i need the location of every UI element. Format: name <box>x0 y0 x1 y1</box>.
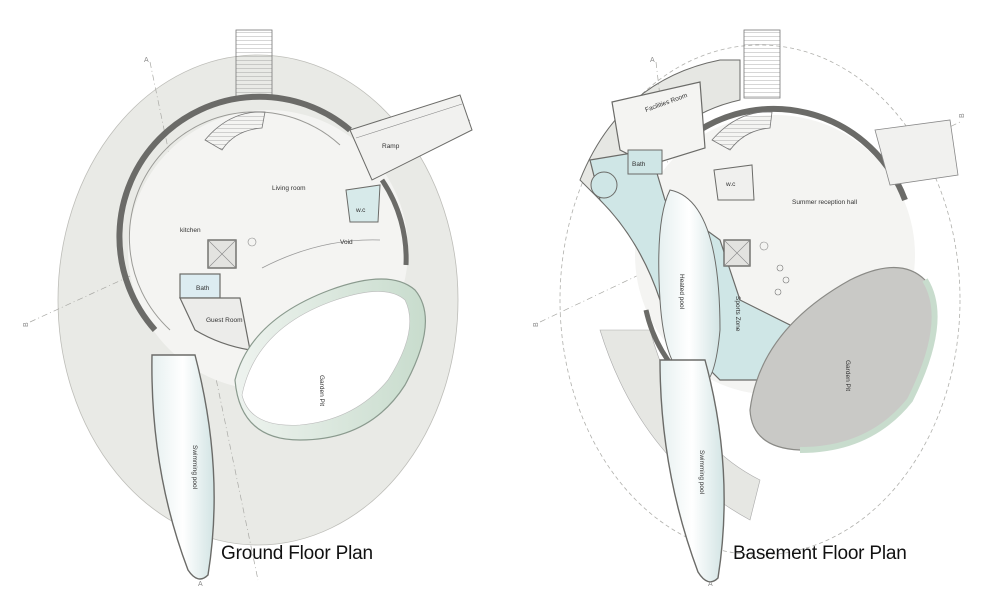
label-ramp: Ramp <box>382 143 400 150</box>
garden-pit-inner <box>241 291 411 426</box>
entry-stair-basement <box>743 29 781 99</box>
core-basement-cross-2 <box>723 239 751 267</box>
ground-floor-plan-title: Ground Floor Plan <box>221 543 373 564</box>
section-mark-b-left-basement: B <box>533 322 540 327</box>
garden-pit-green-edge <box>799 278 938 453</box>
label-swimming-pool: Swimming pool <box>191 445 198 490</box>
dimension-mark <box>247 237 257 247</box>
spiral-stair-basement <box>711 111 773 151</box>
wc-room-basement <box>713 164 755 201</box>
core-cross-2 <box>207 239 237 269</box>
basement-floor-plan: Facilities Room Bath w.c Summer receptio… <box>533 29 966 588</box>
label-wc-basement: w.c <box>725 181 736 188</box>
site-ellipse-dashed <box>559 44 961 556</box>
section-mark-a-bottom-basement: A <box>708 581 713 588</box>
label-summer-reception-hall: Summer reception hall <box>792 199 858 206</box>
chair-3 <box>774 288 782 296</box>
outer-wall <box>116 93 352 332</box>
entry-stair <box>235 29 273 99</box>
label-wc: w.c <box>355 207 366 214</box>
label-bath-basement: Bath <box>632 161 646 168</box>
label-kitchen: kitchen <box>180 227 201 234</box>
section-mark-a-top: A <box>144 57 149 64</box>
bath-room-basement <box>627 149 663 175</box>
ground-floor-plan: Living room kitchen Bath Guest Room w.c … <box>23 29 473 588</box>
ramp-edge <box>355 103 463 139</box>
label-heated-pool: Heated pool <box>678 274 685 310</box>
section-mark-a-top-basement: A <box>650 57 655 64</box>
chair-1 <box>776 264 784 272</box>
label-living-room: Living room <box>272 185 306 192</box>
inner-ring <box>128 111 341 331</box>
label-guest-room: Guest Room <box>206 317 243 324</box>
swimming-pool-basement <box>659 359 725 583</box>
label-bath: Bath <box>196 285 210 292</box>
round-fixture <box>590 171 618 199</box>
bath-room <box>179 273 221 299</box>
section-mark-b-right-basement: B <box>959 113 966 118</box>
section-mark-a-bottom: A <box>198 581 203 588</box>
label-sports-zone: Sports Zone <box>734 296 741 332</box>
chair-2 <box>782 276 790 284</box>
section-mark-b-left: B <box>23 322 30 327</box>
bridge-right <box>874 119 959 186</box>
ramp <box>349 94 473 181</box>
wc-room <box>345 184 381 223</box>
label-garden-pit: Garden Pit <box>318 375 325 406</box>
facilities-room <box>611 81 706 166</box>
label-garden-pit-basement: Garden Pit <box>844 360 851 391</box>
label-swimming-pool-basement: Swimming pool <box>698 450 705 495</box>
spiral-stair <box>204 111 266 151</box>
dimension-mark-basement <box>759 241 769 251</box>
basement-floor-plan-title: Basement Floor Plan <box>733 543 907 564</box>
label-void: Void <box>340 239 353 246</box>
swimming-pool <box>151 354 215 580</box>
outer-wall-right <box>379 178 409 266</box>
void-edge <box>261 239 381 269</box>
